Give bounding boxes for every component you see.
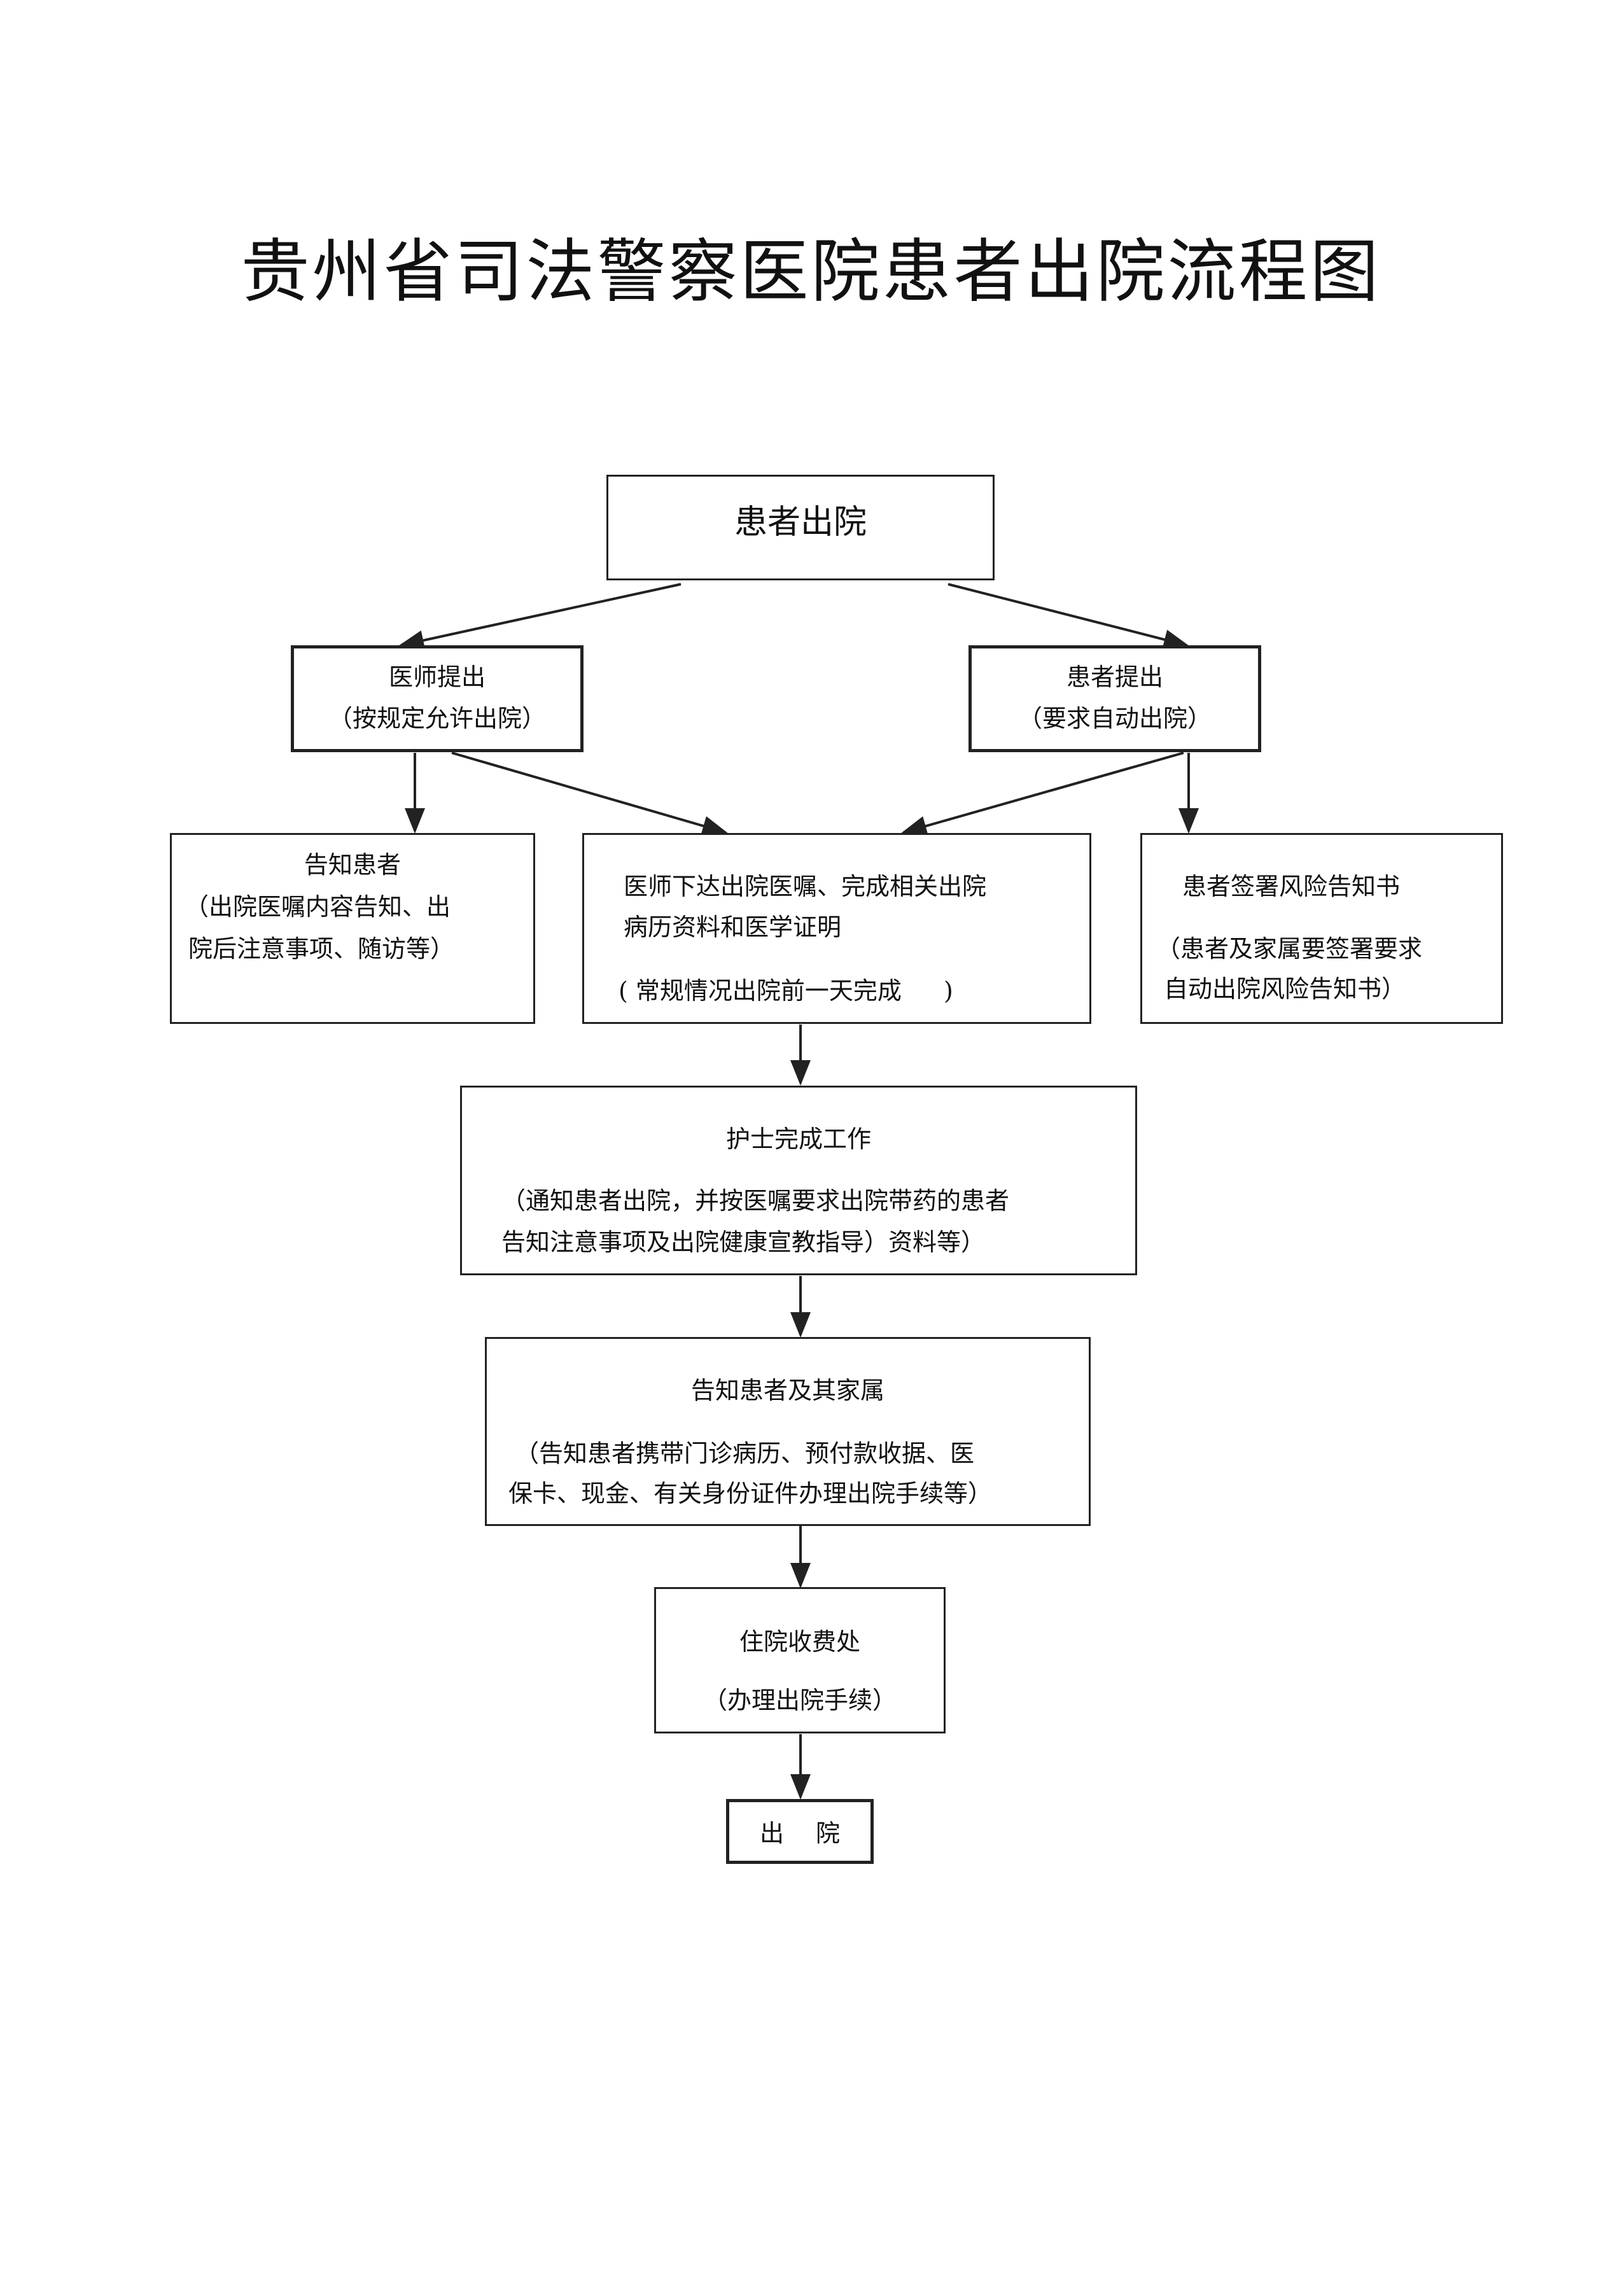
node-billing-line1: 住院收费处 — [739, 1628, 860, 1656]
page-title: 贵州省司法警察医院患者出院流程图 — [241, 232, 1381, 312]
arrow-start-to-doctor — [398, 583, 682, 650]
node-orders-line1: 医师下达出院医嘱、完成相关出院 — [624, 872, 987, 900]
node-patient-line1: 患者提出 — [1066, 663, 1163, 691]
node-inform-line3: 院后注意事项、随访等） — [188, 935, 455, 963]
node-doctor-line2: （按规定允许出院） — [328, 704, 546, 732]
node-risk: 患者签署风险告知书 （患者及家属要签署要求 自动出院风险告知书） — [1140, 833, 1503, 1024]
node-family-line2: （告知患者携带门诊病历、预付款收据、医 — [515, 1439, 975, 1467]
node-risk-line1: 患者签署风险告知书 — [1182, 872, 1401, 900]
node-inform-line2: （出院医嘱内容告知、出 — [185, 893, 451, 921]
node-doctor-line1: 医师提出 — [388, 663, 486, 691]
node-risk-line3: 自动出院风险告知书） — [1164, 975, 1406, 1003]
arrow-patient-to-orders — [901, 752, 1184, 836]
node-patient: 患者提出 （要求自动出院） — [968, 645, 1261, 752]
node-orders-line2: 病历资料和医学证明 — [624, 913, 842, 941]
node-nurse-line3: 告知注意事项及出院健康宣教指导）资料等） — [501, 1228, 986, 1256]
node-orders-line3: ( 常规情况出院前一天完成 — [619, 977, 902, 1005]
node-end-label: 出 院 — [759, 1819, 841, 1847]
node-billing: 住院收费处 （办理出院手续） — [654, 1587, 946, 1733]
node-end: 出 院 — [726, 1799, 874, 1864]
node-inform: 告知患者 （出院医嘱内容告知、出 院后注意事项、随访等） — [170, 833, 535, 1024]
node-inform-line1: 告知患者 — [304, 851, 401, 879]
node-patient-line2: （要求自动出院） — [1017, 704, 1212, 732]
node-nurse-line2: （通知患者出院，并按医嘱要求出院带药的患者 — [501, 1187, 1010, 1215]
node-start-label: 患者出院 — [734, 503, 867, 542]
node-doctor: 医师提出 （按规定允许出院） — [291, 645, 584, 752]
arrow-doctor-to-orders — [451, 752, 728, 836]
node-nurse: 护士完成工作 （通知患者出院，并按医嘱要求出院带药的患者 告知注意事项及出院健康… — [460, 1086, 1137, 1275]
node-family: 告知患者及其家属 （告知患者携带门诊病历、预付款收据、医 保卡、现金、有关身份证… — [485, 1337, 1091, 1526]
node-family-line1: 告知患者及其家属 — [690, 1376, 884, 1404]
node-billing-line2: （办理出院手续） — [703, 1686, 897, 1714]
node-risk-line2: （患者及家属要签署要求 — [1156, 935, 1423, 963]
arrow-start-to-patient — [947, 583, 1189, 650]
node-family-line3: 保卡、现金、有关身份证件办理出院手续等） — [508, 1480, 993, 1508]
node-orders: 医师下达出院医嘱、完成相关出院 病历资料和医学证明 ( 常规情况出院前一天完成 … — [582, 833, 1091, 1024]
node-nurse-line1: 护士完成工作 — [725, 1125, 871, 1153]
node-orders-line3-close: ) — [944, 977, 953, 1005]
node-start: 患者出院 — [606, 475, 995, 580]
